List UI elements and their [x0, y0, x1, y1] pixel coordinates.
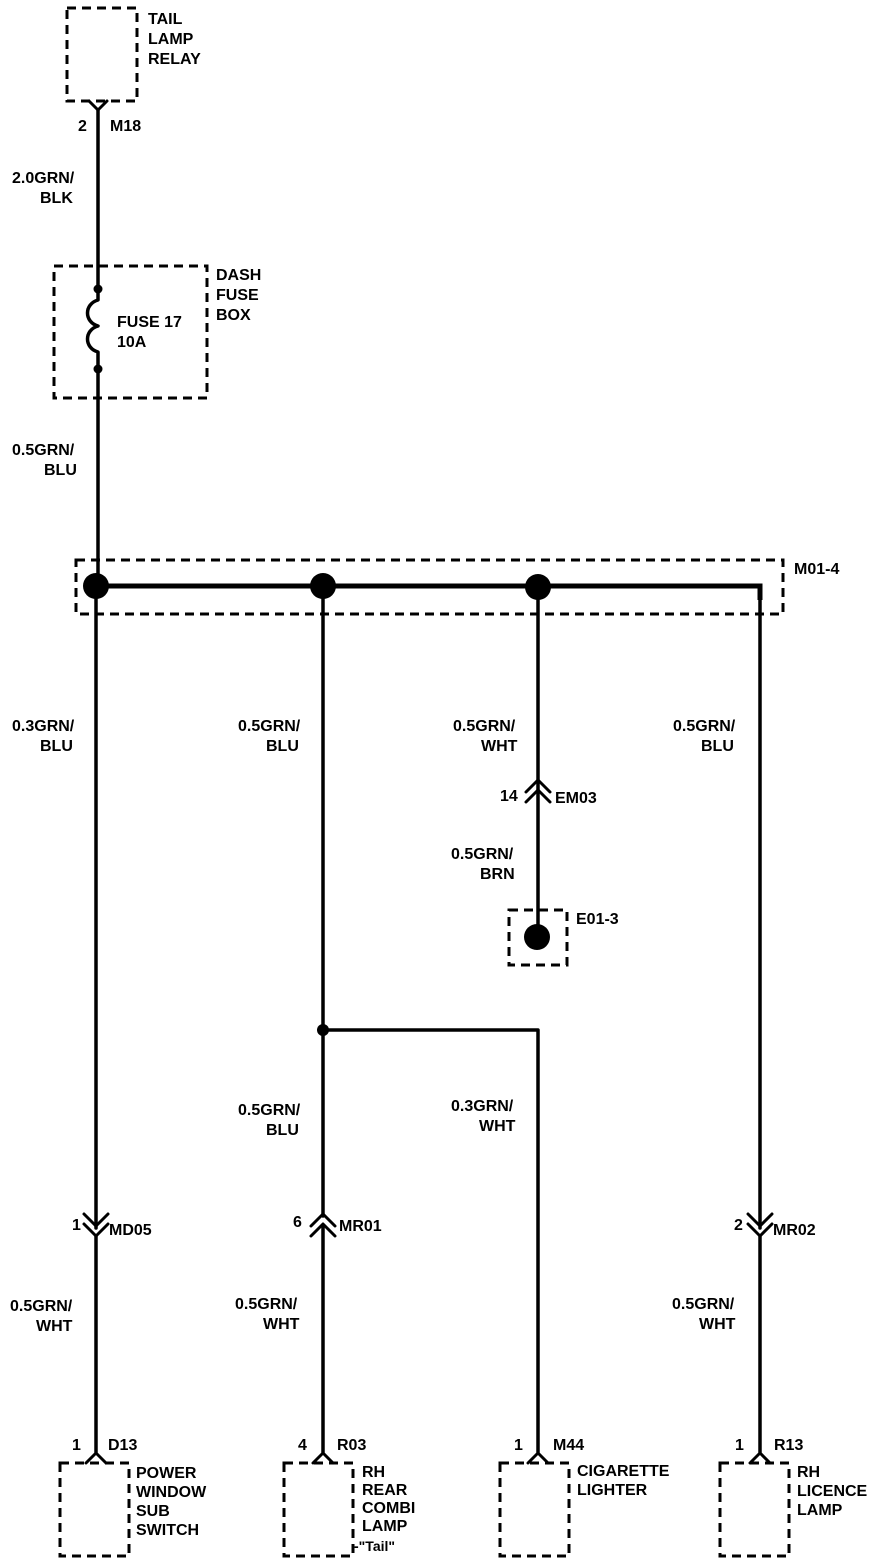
wire-d-top-label-2: BLU	[701, 738, 734, 755]
licence-label-1: RH	[797, 1464, 820, 1481]
wire-fuse-splice-label-2: BLU	[44, 462, 77, 479]
wire-d-top-label-1: 0.5GRN/	[673, 718, 736, 735]
m44-id: M44	[553, 1437, 584, 1454]
r03-pin: 4	[298, 1437, 307, 1454]
ground-e01-3-label: E01-3	[576, 911, 619, 928]
r13-connector-symbol	[748, 1451, 772, 1465]
wire-c-ground-label-2: BRN	[480, 866, 515, 883]
rear-combi-label-5: -"Tail"	[354, 1538, 395, 1554]
md05-pin: 1	[72, 1217, 81, 1234]
m44-pin: 1	[514, 1437, 523, 1454]
wire-relay-fuse-label-2: BLK	[40, 190, 73, 207]
power-window-sub-switch-box	[58, 1461, 131, 1558]
wire-a-bottom-label-2: WHT	[36, 1318, 73, 1335]
ground-e01-3-box	[507, 908, 569, 967]
mr02-pin: 2	[734, 1217, 743, 1234]
wire-d-bottom-label-1: 0.5GRN/	[672, 1296, 735, 1313]
wire-a-top-label-1: 0.3GRN/	[12, 718, 75, 735]
m18-id: M18	[110, 118, 141, 135]
r03-id: R03	[337, 1437, 366, 1454]
power-window-label-4: SWITCH	[136, 1522, 199, 1539]
tail-lamp-relay-box	[65, 6, 139, 103]
cigarette-label-2: LIGHTER	[577, 1482, 648, 1499]
md05-id: MD05	[109, 1222, 152, 1239]
mr01-id: MR01	[339, 1218, 382, 1235]
wire-b-mid-label-1: 0.5GRN/	[238, 1102, 301, 1119]
rear-combi-label-3: COMBI	[362, 1500, 415, 1517]
wire-b-top-label-1: 0.5GRN/	[238, 718, 301, 735]
ground-e01-3-point	[524, 924, 550, 950]
d13-id: D13	[108, 1437, 137, 1454]
r13-pin: 1	[735, 1437, 744, 1454]
tail-lamp-relay-label-1: TAIL	[148, 11, 183, 28]
tail-lamp-relay-label-2: LAMP	[148, 31, 194, 48]
splice-bus-bar	[96, 583, 763, 600]
rear-combi-label-2: REAR	[362, 1482, 408, 1499]
wire-c-top-label-1: 0.5GRN/	[453, 718, 516, 735]
dash-fuse-box-label-3: BOX	[216, 307, 251, 324]
mr01-pin: 6	[293, 1214, 302, 1231]
rh-rear-combi-lamp-box	[282, 1461, 355, 1558]
power-window-label-3: SUB	[136, 1503, 170, 1520]
dash-fuse-box	[52, 264, 209, 400]
rh-licence-lamp-box	[718, 1461, 791, 1558]
mr01-connector-symbol	[309, 1212, 337, 1238]
em03-pin: 14	[500, 788, 518, 805]
licence-label-3: LAMP	[797, 1502, 843, 1519]
dash-fuse-box-label-1: DASH	[216, 267, 261, 284]
wire-b-mid-label-2: BLU	[266, 1122, 299, 1139]
wire-a-bottom-label-1: 0.5GRN/	[10, 1298, 73, 1315]
splice-m01-4-label: M01-4	[794, 561, 839, 578]
d13-connector-symbol	[84, 1451, 108, 1465]
em03-id: EM03	[555, 790, 597, 807]
fuse-17-symbol	[85, 287, 100, 370]
d13-pin: 1	[72, 1437, 81, 1454]
em03-connector-symbol	[524, 778, 552, 804]
wire-fuse-splice-label-1: 0.5GRN/	[12, 442, 75, 459]
fuse-label-1: FUSE 17	[117, 314, 182, 331]
wire-b-bottom-label-1: 0.5GRN/	[235, 1296, 298, 1313]
wire-b-top-label-2: BLU	[266, 738, 299, 755]
fuse-label-2: 10A	[117, 334, 147, 351]
rear-combi-label-4: LAMP	[362, 1518, 408, 1535]
power-window-label-2: WINDOW	[136, 1484, 207, 1501]
wire-c-ground-label-1: 0.5GRN/	[451, 846, 514, 863]
m18-pin: 2	[78, 118, 87, 135]
dash-fuse-box-label-2: FUSE	[216, 287, 259, 304]
cigarette-label-1: CIGARETTE	[577, 1463, 670, 1480]
mr02-id: MR02	[773, 1222, 816, 1239]
wire-cig-label-2: WHT	[479, 1118, 516, 1135]
wire-d-bottom-label-2: WHT	[699, 1316, 736, 1333]
wire-b-bottom-label-2: WHT	[263, 1316, 300, 1333]
wire-c-top-label-2: WHT	[481, 738, 518, 755]
wire-cig-label-1: 0.3GRN/	[451, 1098, 514, 1115]
wire-cigarette-lighter	[321, 1028, 540, 1454]
wire-relay-fuse-label-1: 2.0GRN/	[12, 170, 75, 187]
r03-connector-symbol	[311, 1451, 335, 1465]
wire-a-top-label-2: BLU	[40, 738, 73, 755]
cigarette-lighter-box	[498, 1461, 571, 1558]
splice-m01-4-box	[74, 558, 785, 616]
tail-lamp-relay-label-3: RELAY	[148, 51, 201, 68]
power-window-label-1: POWER	[136, 1465, 197, 1482]
rear-combi-label-1: RH	[362, 1464, 385, 1481]
r13-id: R13	[774, 1437, 803, 1454]
m44-connector-symbol	[526, 1451, 550, 1465]
licence-label-2: LICENCE	[797, 1483, 868, 1500]
